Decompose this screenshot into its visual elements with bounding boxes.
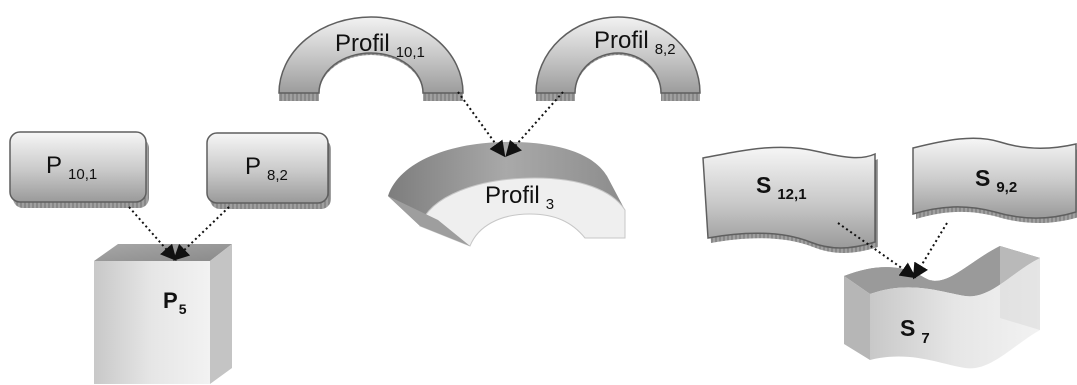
arrows-group2 bbox=[457, 91, 564, 158]
arrows-group1 bbox=[128, 206, 230, 261]
arrows-group3 bbox=[837, 222, 948, 280]
p-5-cube: P5 bbox=[94, 244, 232, 384]
arrow-p-10-1-to-p-5 bbox=[128, 206, 177, 261]
arrow-s-12-1-to-s-7 bbox=[837, 222, 917, 279]
p-5-label: P5 bbox=[163, 288, 187, 317]
arrow-p-8-2-to-p-5 bbox=[173, 206, 230, 261]
arrow-profil-8-2-to-profil-3 bbox=[505, 91, 564, 157]
arrow-s-9-2-to-s-7 bbox=[912, 222, 948, 280]
